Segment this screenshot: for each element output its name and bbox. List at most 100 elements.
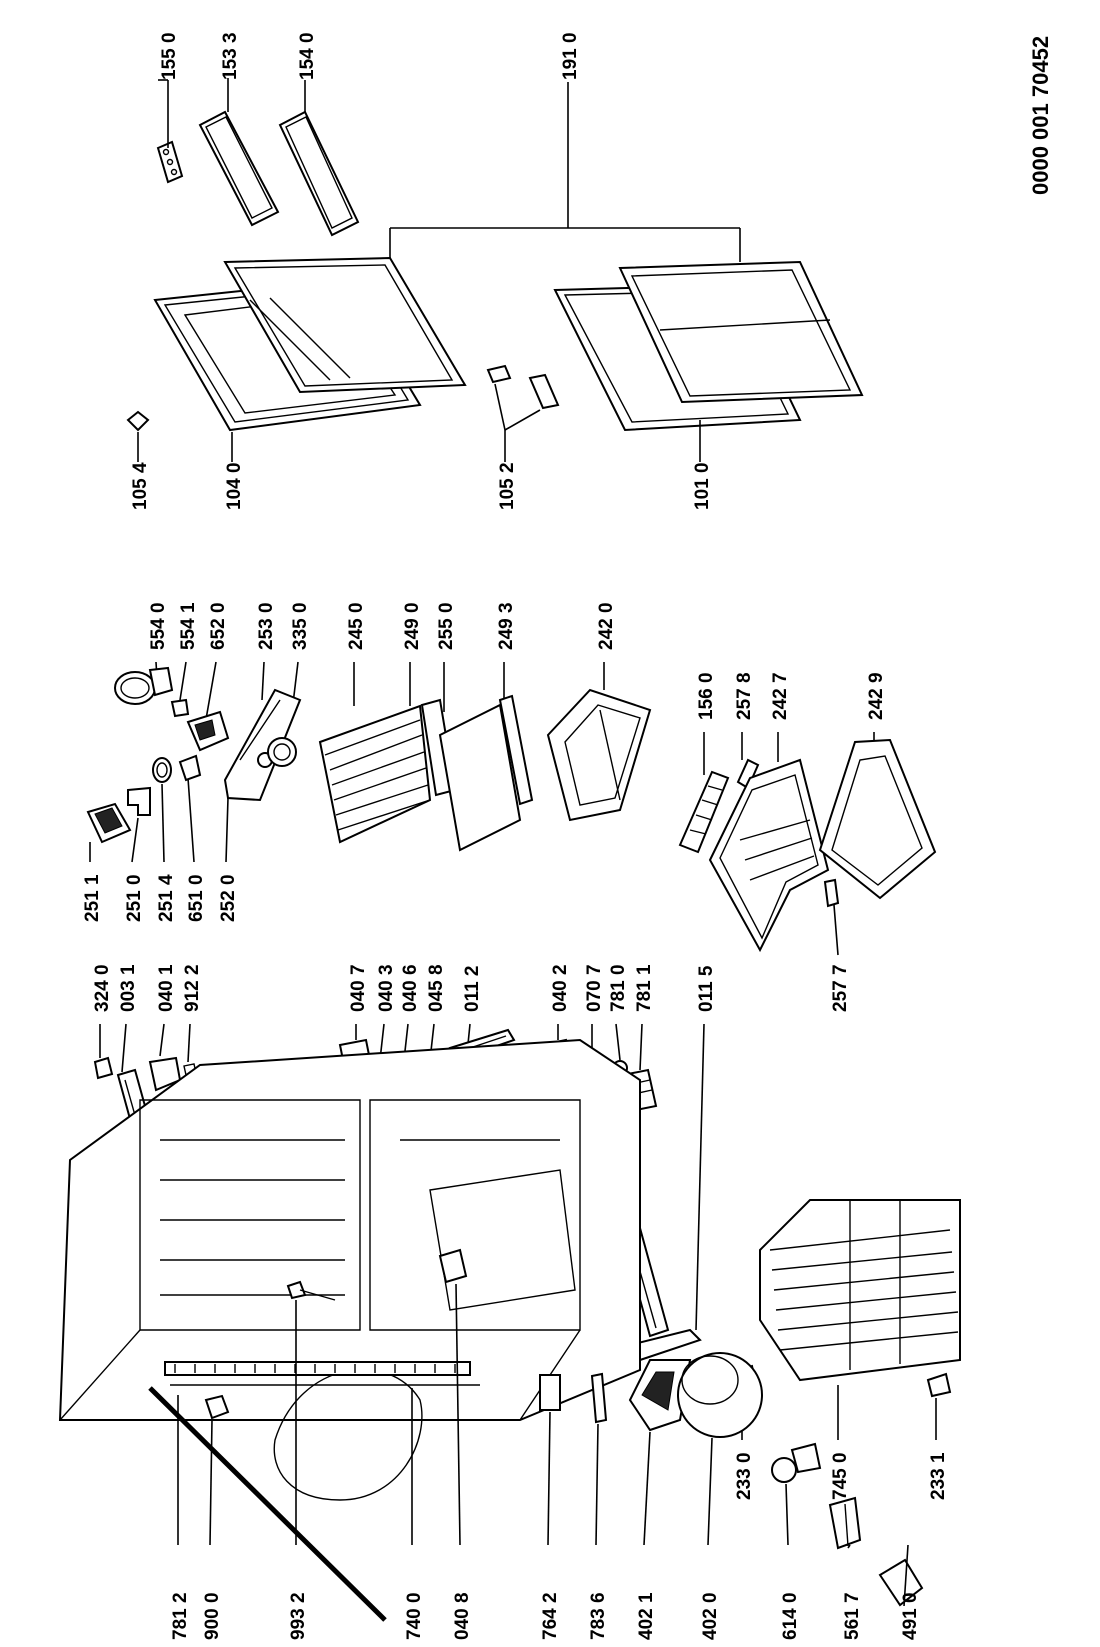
part-label: 257 7 — [830, 964, 851, 1012]
part-label: 040 8 — [452, 1592, 473, 1640]
part-label: 233 0 — [734, 1452, 755, 1500]
leader-line — [209, 1419, 213, 1546]
part-label: 764 2 — [540, 1592, 561, 1640]
egg-tray-part — [156, 140, 184, 184]
leader-line — [847, 1544, 851, 1549]
part-label: 335 0 — [290, 602, 311, 650]
control-knob-part — [267, 737, 297, 767]
part-label: 745 0 — [830, 1452, 851, 1500]
leader-line — [204, 661, 217, 726]
ring-part — [152, 757, 172, 783]
lamp-cover-part — [114, 666, 174, 705]
document-number: 0000 001 70452 — [1028, 36, 1053, 195]
part-label: 900 0 — [202, 1592, 223, 1640]
leader-line — [903, 1544, 909, 1607]
leader-line — [455, 1283, 461, 1546]
leader-line — [131, 817, 139, 863]
part-label: 045 8 — [426, 964, 447, 1012]
leader-line — [707, 1437, 713, 1546]
leader-line — [225, 797, 229, 863]
part-label: 253 0 — [256, 602, 277, 650]
part-label: 155 0 — [159, 32, 180, 80]
part-label: 402 0 — [700, 1592, 721, 1640]
clip-part — [204, 1394, 230, 1420]
part-label: 651 0 — [186, 874, 207, 922]
condenser-part — [164, 1361, 480, 1386]
part-label: 251 0 — [124, 874, 145, 922]
door-bin-part — [278, 110, 360, 237]
part-label: 652 0 — [208, 602, 229, 650]
clip-part — [823, 878, 840, 908]
ice-tray-part — [678, 770, 730, 854]
wire-shelf-part — [318, 704, 432, 844]
part-label: 491 0 — [900, 1592, 921, 1640]
leader-line — [639, 1023, 643, 1071]
part-label: 105 2 — [497, 462, 518, 510]
upper-door-part — [153, 256, 467, 432]
part-label: 740 0 — [404, 1592, 425, 1640]
part-label: 191 0 — [560, 32, 581, 80]
cover-plate-part — [127, 786, 151, 816]
leader-line — [494, 383, 506, 431]
leader-line — [261, 661, 265, 701]
leader-line — [159, 1023, 165, 1057]
part-label: 040 3 — [376, 964, 397, 1012]
part-label: 011 2 — [462, 966, 483, 1013]
leader-line — [615, 1023, 621, 1061]
door-bin-part — [198, 110, 280, 227]
part-label: 993 2 — [288, 1592, 309, 1640]
part-label: 156 0 — [696, 672, 717, 720]
clip-part — [170, 698, 190, 718]
leader-line — [187, 777, 195, 863]
part-label: 242 9 — [866, 672, 887, 720]
leader-line — [187, 1023, 191, 1063]
shelf-trim-part — [498, 694, 534, 806]
compressor-part — [677, 1352, 763, 1438]
leader-line — [467, 1023, 471, 1045]
door-handle-part — [486, 364, 560, 410]
clip-part — [736, 758, 760, 790]
part-label: 105 4 — [130, 462, 151, 510]
leader-line — [643, 1431, 651, 1546]
hinge-cap-part — [926, 1372, 952, 1398]
part-label: 251 4 — [156, 874, 177, 922]
part-label: 003 1 — [118, 964, 139, 1012]
leader-line — [179, 661, 187, 701]
part-label: 912 2 — [182, 964, 203, 1012]
part-label: 781 1 — [634, 964, 655, 1012]
part-label: 242 0 — [596, 602, 617, 650]
wire-basket-part — [759, 1199, 961, 1382]
part-label: 245 0 — [346, 602, 367, 650]
part-label: 040 1 — [156, 964, 177, 1012]
part-label: 154 0 — [297, 32, 318, 80]
part-label: 561 7 — [842, 1592, 863, 1640]
overload-relay-part — [771, 1442, 822, 1483]
crisper-drawer-part — [546, 688, 652, 822]
drip-tray-part — [590, 1372, 608, 1424]
part-label: 040 2 — [550, 964, 571, 1012]
part-label: 104 0 — [224, 462, 245, 510]
part-label: 070 7 — [584, 964, 605, 1012]
freezer-drawer-part — [708, 758, 830, 953]
part-label: 040 7 — [348, 964, 369, 1012]
part-label: 554 0 — [148, 602, 169, 650]
cover-part — [93, 1056, 114, 1080]
compressor-cover-part — [628, 1359, 692, 1432]
leader-line — [121, 1023, 127, 1073]
part-label: 251 1 — [82, 874, 103, 922]
cabinet-body — [58, 1038, 641, 1501]
part-label: 255 0 — [436, 602, 457, 650]
part-label: 233 1 — [928, 1452, 949, 1500]
leader-line — [547, 1411, 551, 1546]
part-label: 101 0 — [692, 462, 713, 510]
part-label: 040 6 — [400, 964, 421, 1012]
part-label: 781 0 — [608, 964, 629, 1012]
leader-line — [161, 783, 165, 863]
start-relay-part — [828, 1496, 862, 1550]
hinge-pin-part — [126, 410, 150, 432]
freezer-drawer-part — [818, 738, 937, 900]
part-label: 257 8 — [734, 672, 755, 720]
part-label: 252 0 — [218, 874, 239, 922]
part-label: 249 0 — [402, 602, 423, 650]
